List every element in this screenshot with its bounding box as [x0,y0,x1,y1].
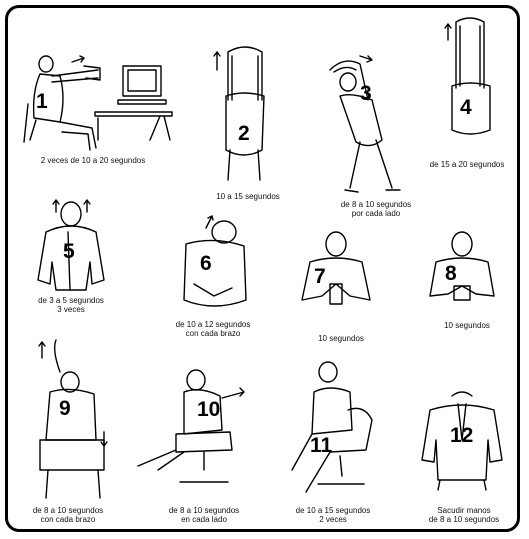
exercise-number-9: 9 [59,397,71,420]
exercise-number-11: 11 [310,434,333,457]
caption-11: de 10 a 15 segundos 2 veces [286,506,380,524]
exercise-number-12: 12 [450,424,474,447]
exercise-number-6: 6 [200,252,212,275]
caption-10-line-2: en cada lado [181,515,227,524]
figure-10-seated-twist [137,369,245,483]
caption-7-line-1: 10 segundos [318,334,364,343]
caption-12-line-2: de 8 a 10 segundos [428,515,500,524]
caption-8-line-1: 10 segundos [444,321,490,330]
caption-4-line-1: de 15 a 20 segundos [429,160,505,169]
exercise-number-10: 10 [197,398,221,421]
exercise-number-2: 2 [238,122,250,145]
caption-8: 10 segundos [432,321,502,330]
exercise-number-4: 4 [460,96,472,119]
figure-11-seated-reach [291,361,373,493]
caption-3-line-2: por cada lado [351,209,401,218]
caption-5-line-1: de 3 a 5 segundos [38,296,104,305]
figure-6-neck-tilt [183,215,247,307]
exercise-number-1: 1 [36,90,48,113]
exercise-number-5: 5 [63,240,75,263]
figure-1-seated-arms-forward [23,55,173,151]
caption-6: de 10 a 12 segundos con cada brazo [168,320,258,338]
figure-4-reach-up [444,17,491,135]
caption-9-line-1: de 8 a 10 segundos [32,506,104,515]
exercise-number-3: 3 [360,82,372,105]
figure-12-shake-hands [421,391,503,491]
caption-12: Sacudir manos de 8 a 10 segundos [418,506,510,524]
caption-12-line-1: Sacudir manos [437,506,491,515]
figure-8-finger-stretch [429,231,495,301]
figure-5-shoulder-shrug [37,199,105,291]
caption-2: 10 a 15 segundos [208,192,288,201]
caption-6-line-2: con cada brazo [185,329,241,338]
figure-2-standing-arms-up [213,46,265,181]
caption-10-line-1: de 8 a 10 segundos [168,506,240,515]
caption-3: de 8 a 10 segundos por cada lado [334,200,418,218]
caption-9-line-2: con cada brazo [40,515,96,524]
caption-3-line-1: de 8 a 10 segundos [340,200,412,209]
caption-2-line-1: 10 a 15 segundos [216,192,280,201]
caption-4: de 15 a 20 segundos [420,160,514,169]
caption-9: de 8 a 10 segundos con cada brazo [24,506,112,524]
caption-10: de 8 a 10 segundos en cada lado [160,506,248,524]
caption-5-line-2: 3 veces [57,305,85,314]
caption-11-line-2: 2 veces [319,515,347,524]
figure-7-hands-together [301,231,371,305]
caption-1: 2 veces de 10 a 20 segundos [38,156,148,165]
exercise-number-8: 8 [445,262,457,285]
caption-7: 10 segundos [306,334,376,343]
figure-9-seated-side-stretch [38,339,108,499]
caption-5: de 3 a 5 segundos 3 veces [26,296,116,314]
caption-1-line-1: 2 veces de 10 a 20 segundos [40,156,146,165]
figure-3-side-bend [329,55,401,193]
caption-11-line-1: de 10 a 15 segundos [295,506,371,515]
caption-6-line-1: de 10 a 12 segundos [175,320,251,329]
exercise-number-7: 7 [314,265,326,288]
